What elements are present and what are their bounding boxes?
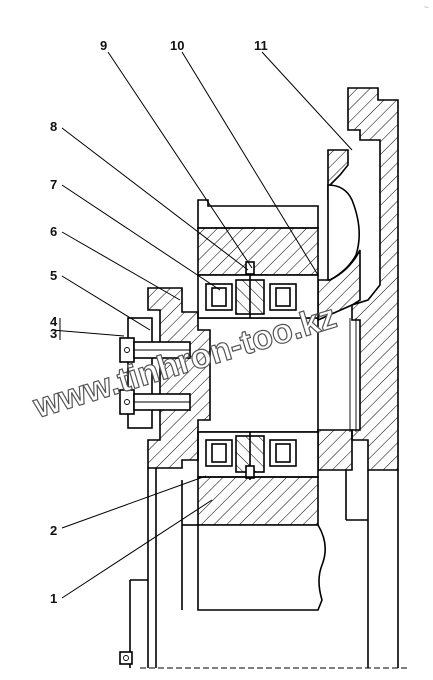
callout-7: 7 (50, 177, 57, 192)
callout-labels: 1 2 3 4 5 6 7 8 9 10 11 (50, 38, 268, 606)
lower-gear-part-1 (181, 476, 326, 611)
callout-9: 9 (100, 38, 107, 53)
upper-gear-ring (197, 199, 319, 276)
housing-part-11 (317, 87, 399, 668)
leader-lines (51, 51, 353, 599)
callout-3: 3 (50, 326, 57, 341)
lower-bearing (197, 431, 319, 480)
upper-bearing (197, 261, 319, 319)
callout-2: 2 (50, 523, 57, 538)
corner-mark: ~ (424, 3, 429, 12)
lower-frame (119, 468, 410, 669)
bolts-parts-3-4 (119, 337, 191, 415)
callout-1: 1 (50, 591, 57, 606)
callout-4: 4 (50, 314, 58, 329)
callout-10: 10 (170, 38, 184, 53)
callout-8: 8 (50, 119, 57, 134)
callout-6: 6 (50, 224, 57, 239)
callout-11: 11 (254, 38, 268, 53)
callout-5: 5 (50, 268, 57, 283)
